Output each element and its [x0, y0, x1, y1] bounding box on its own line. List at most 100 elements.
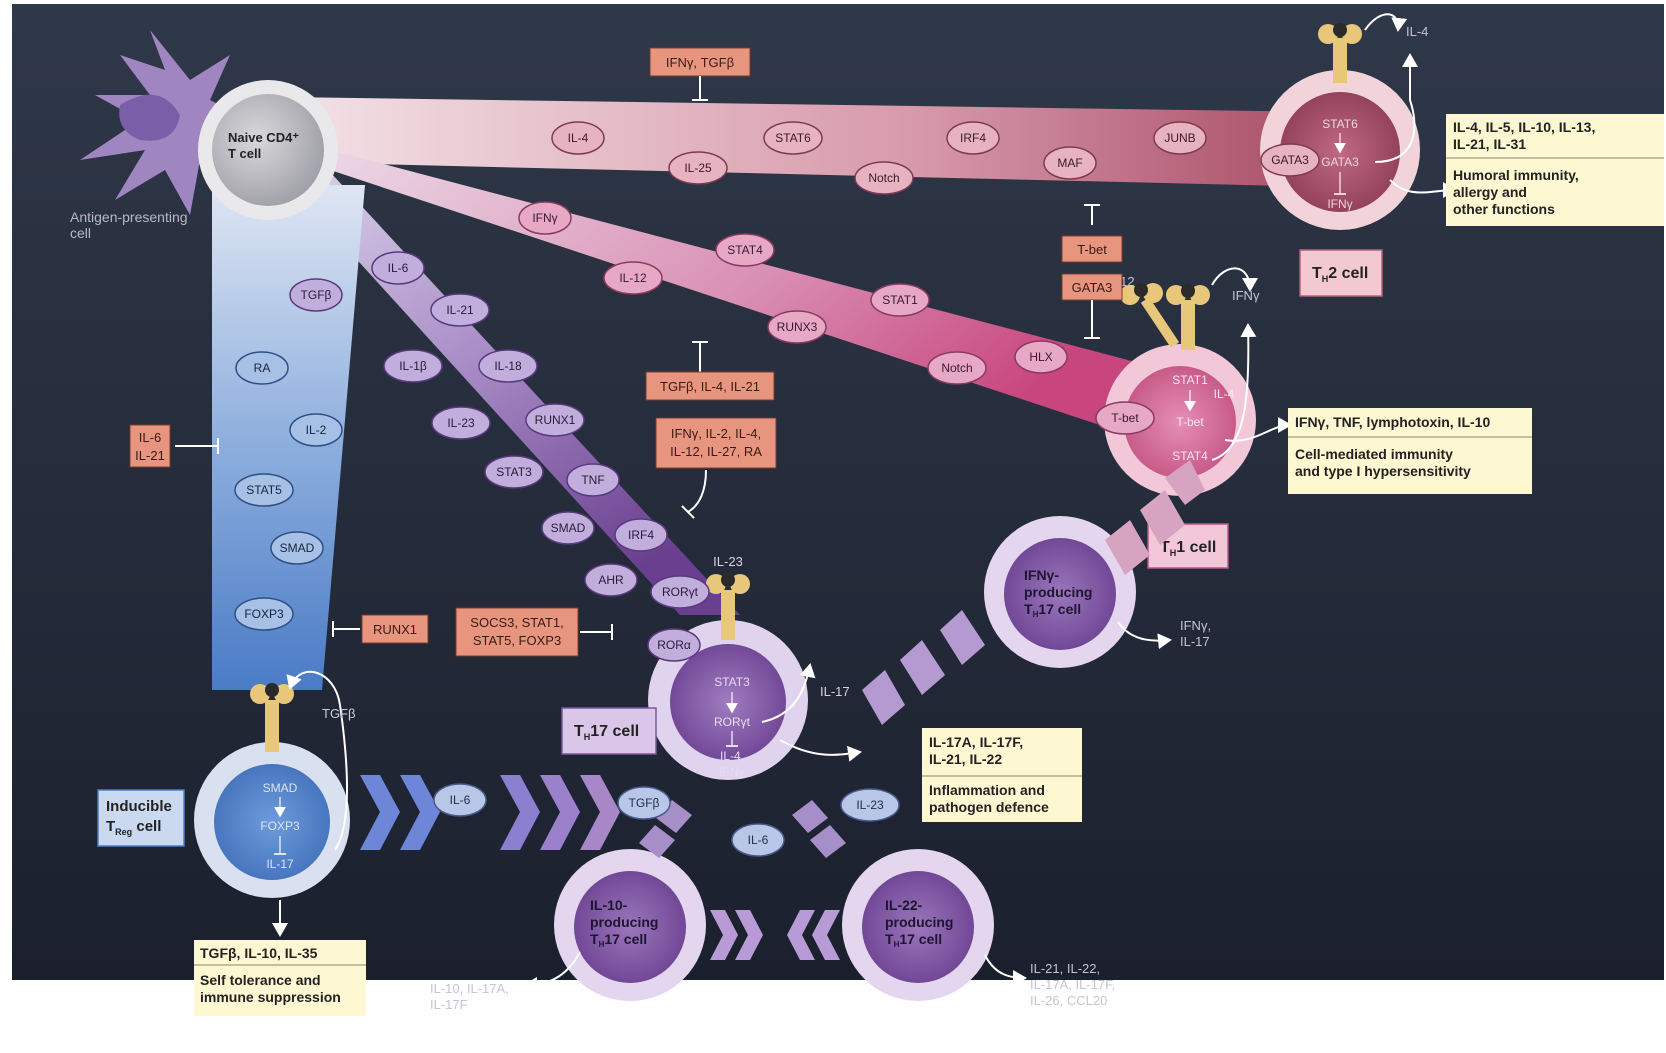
th2-inner-stat6: STAT6: [1322, 117, 1358, 131]
molecule-th1-band-molecules-0: IFNγ: [518, 201, 572, 235]
il10-17-output-line1: IL-10, IL-17A,: [430, 981, 509, 996]
th17-to-ifng17-chevrons: [862, 610, 985, 725]
molecule-label: RA: [254, 361, 271, 375]
treg-receptor: [250, 683, 294, 752]
molecule-th1-band-molecules-4: RUNX3: [767, 310, 827, 344]
svg-text:RUNX1: RUNX1: [373, 622, 417, 637]
treg-cell-label: Inducible TReg cell: [97, 789, 185, 847]
th2-autocrine-arrow: [1364, 13, 1408, 32]
il22-17-output-line1: IL-21, IL-22,: [1030, 961, 1100, 976]
th17-output-il17: IL-17: [820, 684, 850, 699]
treg-output-box: [194, 940, 366, 1016]
th17-receptor: [706, 573, 750, 640]
th1-receptor-ifng: [1166, 284, 1210, 350]
molecule-th2-band-molecules-1: STAT6: [763, 121, 823, 155]
molecule-th2-band-molecules-4: IL-25: [668, 151, 728, 185]
ifng17-output-arrow: [1117, 621, 1172, 650]
svg-text:TH17 cell: TH17 cell: [574, 723, 639, 742]
molecule-th17-band-molecules-12: RORγt: [650, 575, 710, 609]
molecule-label: SMAD: [280, 541, 315, 555]
molecule-label: IL-18: [494, 359, 522, 373]
treg-function-line1: Self tolerance and: [200, 972, 321, 988]
molecule-treg-band-molecules-3: SMAD: [270, 531, 324, 565]
th1-function-arrow: [1224, 417, 1292, 442]
treg-cytokines-line1: TGFβ, IL-10, IL-35: [200, 945, 318, 961]
inhibitor-treg-il6: IL-6 IL-21: [129, 424, 219, 468]
molecule-label: IL-21: [446, 303, 474, 317]
antigen-presenting-cell: [80, 30, 250, 215]
molecule-label: IL-6: [388, 261, 409, 275]
molecule-label: STAT6: [775, 131, 811, 145]
th1-inner-tbet: T-bet: [1176, 415, 1204, 429]
il22-17-output-line3: IL-26, CCL20: [1030, 993, 1107, 1008]
svg-text:TReg cell: TReg cell: [106, 818, 161, 837]
th1-output-box: [1288, 408, 1532, 494]
treg-ligand-tgfb: TGFβ: [322, 706, 355, 721]
molecule-th17-band-molecules-5: IL-23: [431, 406, 491, 440]
molecule-label: IL-25: [684, 161, 712, 175]
molecule-treg-band-molecules-2: STAT5: [234, 473, 294, 507]
th2-cytokines-line1: IL-4, IL-5, IL-10, IL-13,: [1453, 119, 1595, 135]
th2-receptor: [1318, 23, 1362, 83]
molecule-th17-band-molecules-3: IL-1β: [383, 349, 443, 383]
svg-text:Inducible: Inducible: [106, 798, 172, 815]
molecule-label: RUNX3: [777, 320, 818, 334]
ifng17-line2: producing: [1024, 584, 1092, 600]
inhibitor-th1-lower-a: TGFβ, IL-4, IL-21: [645, 341, 775, 401]
svg-text:IFNγ, IL-2, IL-4,: IFNγ, IL-2, IL-4,: [671, 426, 761, 441]
th1-output-arrow: [1211, 323, 1257, 461]
treg-inner-smad: SMAD: [263, 781, 298, 795]
molecule-th17-band-molecules-10: IRF4: [614, 518, 668, 552]
naive-cell-label-line2: T cell: [228, 146, 261, 161]
molecule-label: IL-23: [447, 416, 475, 430]
molecule-label: GATA3: [1271, 153, 1309, 167]
molecule-label: IL-6: [450, 793, 471, 807]
molecule-th1-band-molecules-5: Notch: [927, 351, 987, 385]
molecule-label: IL-12: [619, 271, 647, 285]
th2-cell-label: TH2 cell: [1299, 249, 1383, 297]
ifng17-output-line1: IFNγ,: [1180, 618, 1211, 633]
molecule-th1-band-molecules-3: STAT1: [870, 283, 930, 317]
th17-function-arrow: [779, 739, 862, 762]
il10-17-line3: TH17 cell: [590, 931, 647, 949]
il10-17-output-line2: IL-17F: [430, 997, 468, 1012]
il22-17-line3: TH17 cell: [885, 931, 942, 949]
molecule-treg-band-molecules-1: IL-2: [289, 413, 343, 447]
inhibitor-socs3: SOCS3, STAT1, STAT5, FOXP3: [455, 607, 613, 657]
inhibitor-gata3: GATA3: [1061, 273, 1123, 339]
svg-text:IFNγ, TGFβ: IFNγ, TGFβ: [666, 55, 734, 70]
molecule-th17-band-molecules-6: RUNX1: [525, 403, 585, 437]
molecule-th17-band-molecules-8: TNF: [566, 463, 620, 497]
naive-cd4-t-cell: [198, 80, 338, 220]
apc-label-line2: cell: [70, 225, 91, 241]
molecule-label: TNF: [581, 473, 604, 487]
th1-function-line2: and type I hypersensitivity: [1295, 463, 1471, 479]
th17-output-arrow: [761, 663, 816, 723]
molecule-label: SMAD: [551, 521, 586, 535]
th2-function-line1: Humoral immunity,: [1453, 167, 1579, 183]
molecule-label: TGFβ: [301, 288, 332, 302]
molecule-th2-band-molecules-3: JUNB: [1153, 121, 1207, 155]
th2-output-arrow: [1374, 53, 1418, 163]
th17-cell: [648, 620, 808, 780]
il22-producing-th17-cell: [842, 849, 994, 1001]
molecule-label: FOXP3: [244, 607, 284, 621]
il22-17-output-line2: IL-17A, IL-17F,: [1030, 977, 1115, 992]
molecule-treg-band-molecules-0: RA: [235, 351, 289, 385]
svg-text:SOCS3, STAT1,: SOCS3, STAT1,: [470, 615, 563, 630]
molecule-th1-band-molecules-6: HLX: [1014, 340, 1068, 374]
naive-cell-label-line1: Naive CD4⁺: [228, 130, 299, 145]
inhibitor-th1-lower-b: IFNγ, IL-2, IL-4, IL-12, IL-27, RA: [655, 417, 777, 519]
svg-text:IL-21: IL-21: [135, 448, 165, 463]
svg-text:GATA3: GATA3: [1072, 280, 1113, 295]
th17-inner-il4: IL-4,: [720, 749, 744, 763]
th17-inner-stat3: STAT3: [714, 675, 750, 689]
treg-autocrine-arrow: [286, 670, 348, 851]
il10-17-line2: producing: [590, 914, 658, 930]
inhibitor-th2-top: IFNγ, TGFβ: [649, 47, 751, 101]
molecule-label: JUNB: [1164, 131, 1195, 145]
molecule-th17-band-molecules-0: IL-6: [371, 251, 425, 285]
th2-inner-ifng: IFNγ: [1327, 197, 1352, 211]
